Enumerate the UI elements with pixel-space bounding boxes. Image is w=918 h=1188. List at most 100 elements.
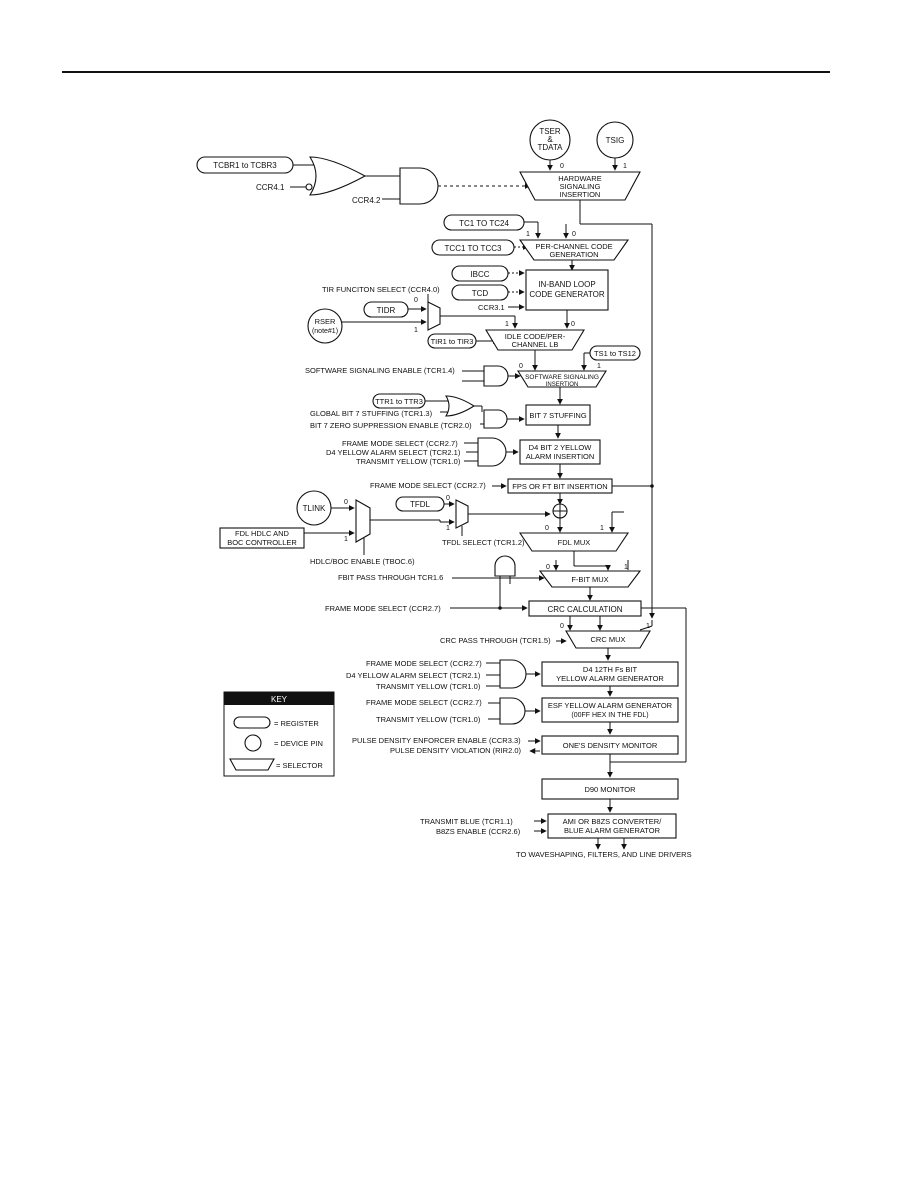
tsig-label: TSIG xyxy=(606,136,625,145)
key-pin-symbol xyxy=(244,734,262,752)
key-register-symbol xyxy=(233,716,271,729)
fdl-sel-input-0: 0 xyxy=(344,499,348,506)
hdlc-selector xyxy=(355,499,371,543)
hw-sig-line3: INSERTION xyxy=(560,190,601,199)
tir-sel-input-1: 1 xyxy=(414,327,418,334)
fbit-gate xyxy=(494,555,516,577)
crc-mux-selector: CRC MUX xyxy=(565,630,651,649)
and-gate-sw-sig xyxy=(483,365,509,387)
or-gate-ccr41 xyxy=(309,156,367,196)
crc-pass-label: CRC PASS THROUGH (TCR1.5) xyxy=(440,636,551,645)
frame-mode-ccr27-label: FRAME MODE SELECT (CCR2.7) xyxy=(342,439,458,448)
swsig-line1: SOFTWARE SIGNALING xyxy=(525,374,599,381)
swsig-input-1: 1 xyxy=(597,363,601,370)
fdl-hdlc-line1: FDL HDLC AND xyxy=(235,529,289,538)
tfdl-selector xyxy=(455,499,469,529)
fbitmux-input-0: 0 xyxy=(546,564,550,571)
transmit-yellow-d4-label: TRANSMIT YELLOW (TCR1.0) xyxy=(376,682,481,691)
hardware-signaling-insertion-selector: HARDWARE SIGNALING INSERTION xyxy=(519,171,641,201)
tser-label-2: & xyxy=(547,135,553,144)
hdlc-boc-enable-label: HDLC/BOC ENABLE (TBOC.6) xyxy=(310,557,415,566)
tcd-register: TCD xyxy=(451,284,509,301)
ccr31-label: CCR3.1 xyxy=(478,303,505,312)
tir-label: TIR1 to TIR3 xyxy=(431,337,474,346)
ts-register: TS1 to TS12 xyxy=(589,345,641,361)
tir-function-label: TIR FUNCITON SELECT (CCR4.0) xyxy=(322,285,440,294)
crcmux-input-1: 1 xyxy=(646,623,650,630)
key-title: KEY xyxy=(271,695,288,704)
fdlmux-input-1: 1 xyxy=(600,525,604,532)
key-register-label: = REGISTER xyxy=(274,719,319,728)
fdlmux-input-0: 0 xyxy=(545,525,549,532)
per-channel-code-generation-selector: PER-CHANNEL CODE GENERATION xyxy=(518,239,630,261)
key-pin-label: = DEVICE PIN xyxy=(274,739,323,748)
tsig-pin: TSIG xyxy=(596,121,634,159)
hw-sel-input-0: 0 xyxy=(560,163,564,170)
tfdl-select-label: TFDL SELECT (TCR1.2) xyxy=(442,538,525,547)
key-selector-label: = SELECTOR xyxy=(276,761,323,770)
crc-calculation-block: CRC CALCULATION xyxy=(528,600,642,617)
crcmux-input-0: 0 xyxy=(560,623,564,630)
swsig-line2: INSERTION xyxy=(546,382,579,388)
ccr42-label: CCR4.2 xyxy=(352,196,381,205)
ami-b8zs-converter-block: AMI OR B8ZS CONVERTER/ BLUE ALARM GENERA… xyxy=(547,813,677,839)
transmit-yellow-esf-label: TRANSMIT YELLOW (TCR1.0) xyxy=(376,715,481,724)
pcc-input-0: 0 xyxy=(572,231,576,238)
ones-density-label: ONE'S DENSITY MONITOR xyxy=(563,741,658,750)
idle-line2: CHANNEL LB xyxy=(512,340,559,349)
pulse-density-vio-label: PULSE DENSITY VIOLATION (RIR2.0) xyxy=(390,746,522,755)
d4-12th-fs-bit-yellow-alarm-block: D4 12TH Fs BIT YELLOW ALARM GENERATOR xyxy=(541,661,679,687)
frame-mode-esf-label: FRAME MODE SELECT (CCR2.7) xyxy=(366,698,482,707)
esf-line1: ESF YELLOW ALARM GENERATOR xyxy=(548,701,673,710)
tir-sel-input-0: 0 xyxy=(414,297,418,304)
and-gate-d4-bit2 xyxy=(477,437,507,467)
key-selector-symbol xyxy=(229,758,275,771)
ts-label: TS1 to TS12 xyxy=(594,349,636,358)
inband-line1: IN-BAND LOOP xyxy=(538,280,595,289)
pcc-line2: GENERATION xyxy=(549,250,598,259)
ccr41-label: CCR4.1 xyxy=(256,183,285,192)
d4-yellow-tcr21-label: D4 YELLOW ALARM SELECT (TCR2.1) xyxy=(326,448,461,457)
tfdl-sel-input-0: 0 xyxy=(446,495,450,502)
fbit-pass-label: FBIT PASS THROUGH TCR1.6 xyxy=(338,573,443,582)
d4bit2-line1: D4 BIT 2 YELLOW xyxy=(529,443,593,452)
sw-sig-enable-label: SOFTWARE SIGNALING ENABLE (TCR1.4) xyxy=(305,366,455,375)
global-bit7-label: GLOBAL BIT 7 STUFFING (TCR1.3) xyxy=(310,409,433,418)
d4-yellow-d4-label: D4 YELLOW ALARM SELECT (TCR2.1) xyxy=(346,671,481,680)
d4bit2-line2: ALARM INSERTION xyxy=(526,452,595,461)
d4-bit2-yellow-alarm-block: D4 BIT 2 YELLOW ALARM INSERTION xyxy=(519,439,601,465)
tcd-label: TCD xyxy=(472,289,489,298)
frame-mode-crc-label: FRAME MODE SELECT (CCR2.7) xyxy=(325,604,441,613)
bit7-label: BIT 7 STUFFING xyxy=(529,411,587,420)
and-gate-bit7 xyxy=(483,409,508,429)
rser-label-2: (note#1) xyxy=(312,328,338,335)
tlink-label: TLINK xyxy=(303,504,326,513)
b8zs-monitor-label: D90 MONITOR xyxy=(584,785,636,794)
tir-selector xyxy=(427,301,441,331)
fdl-hdlc-line2: BOC CONTROLLER xyxy=(227,538,297,547)
tser-label-1: TSER xyxy=(539,127,561,136)
pulse-density-enf-label: PULSE DENSITY ENFORCER ENABLE (CCR3.3) xyxy=(352,736,521,745)
fdlmux-label: FDL MUX xyxy=(558,538,591,547)
tir-register: TIR1 to TIR3 xyxy=(427,333,477,349)
esf-yellow-alarm-generator-block: ESF YELLOW ALARM GENERATOR (00FF HEX IN … xyxy=(541,697,679,723)
in-band-loop-code-generator: IN-BAND LOOP CODE GENERATOR xyxy=(525,269,609,311)
d4-12th-line2: YELLOW ALARM GENERATOR xyxy=(556,674,664,683)
transmit-blue-label: TRANSMIT BLUE (TCR1.1) xyxy=(420,817,513,826)
ibcc-register: IBCC xyxy=(451,265,509,282)
fdl-sel-input-1: 1 xyxy=(344,536,348,543)
ami-line2: BLUE ALARM GENERATOR xyxy=(564,826,661,835)
rser-pin: RSER (note#1) xyxy=(307,308,343,344)
crc-calc-label: CRC CALCULATION xyxy=(548,605,623,614)
crcmux-label: CRC MUX xyxy=(591,635,626,644)
bit-7-stuffing-block: BIT 7 STUFFING xyxy=(525,404,591,426)
b8zs-enable-label: B8ZS ENABLE (CCR2.6) xyxy=(436,827,521,836)
tc-register: TC1 TO TC24 xyxy=(443,214,525,231)
tcbr-register: TCBR1 to TCBR3 xyxy=(196,156,294,174)
tcc-register: TCC1 TO TCC3 xyxy=(431,239,515,256)
tlink-pin: TLINK xyxy=(296,490,332,526)
bit7-zero-label: BIT 7 ZERO SUPPRESSION ENABLE (TCR2.0) xyxy=(310,421,472,430)
esf-line2: (00FF HEX IN THE FDL) xyxy=(571,712,648,719)
and-gate-d4-12th xyxy=(499,659,527,689)
fdl-mux-selector: FDL MUX xyxy=(518,532,630,552)
